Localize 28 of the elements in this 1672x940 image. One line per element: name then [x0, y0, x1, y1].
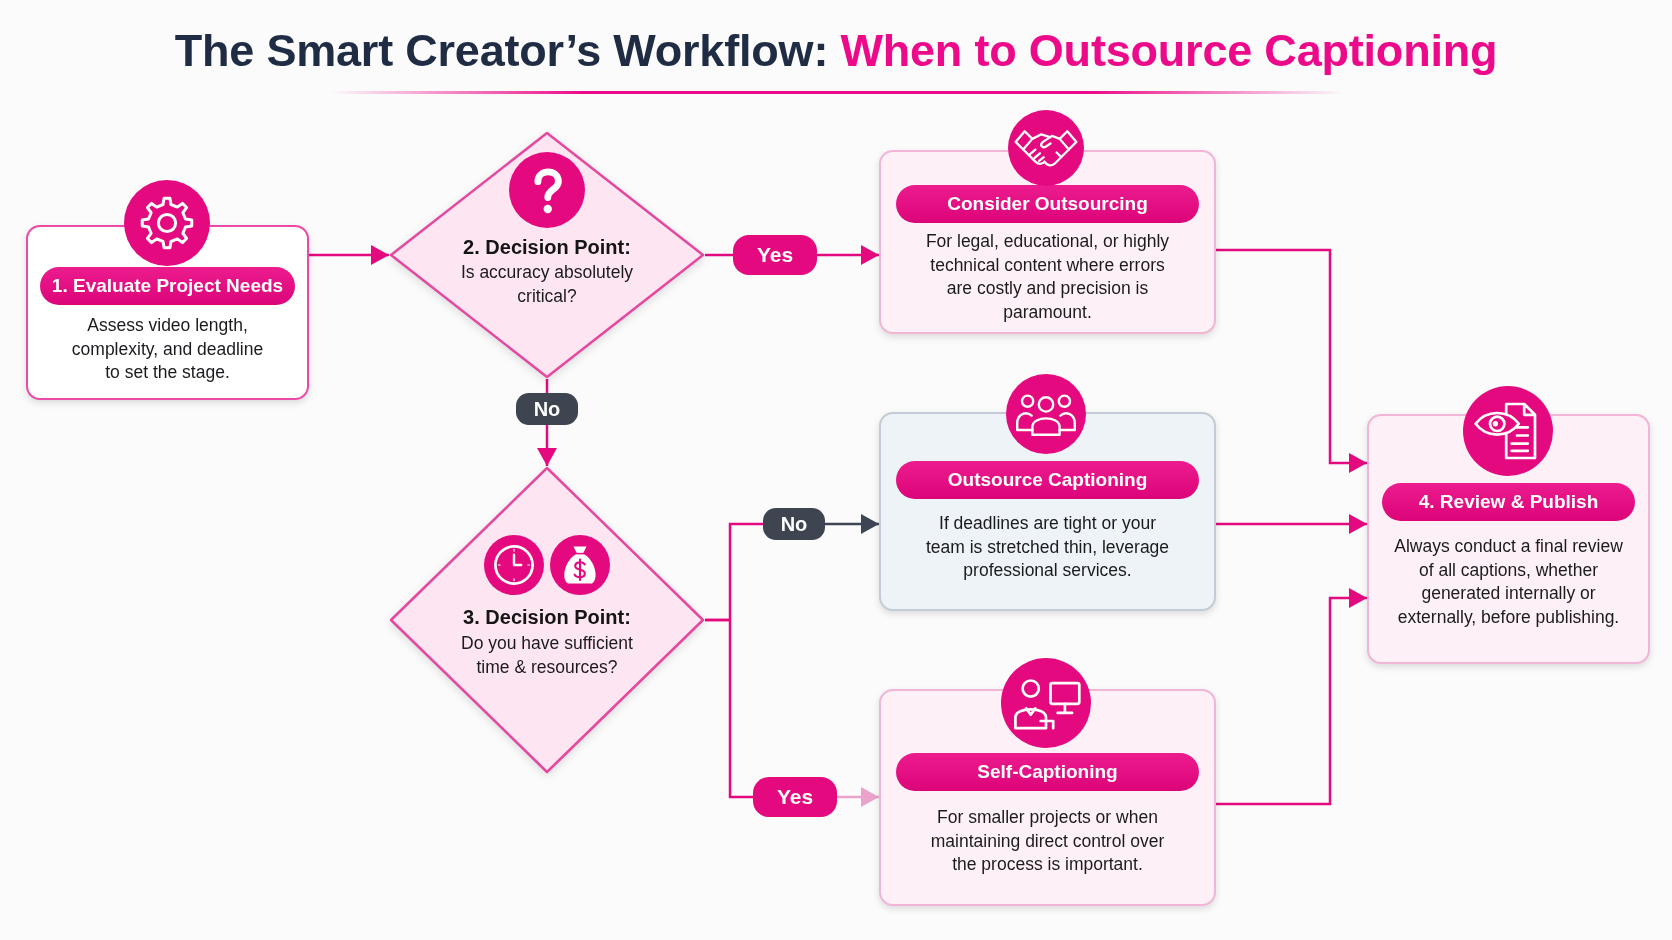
arrow — [1216, 588, 1367, 806]
process-card — [879, 689, 1216, 906]
step-description: For legal, educational, or highly technical content where errors are costly and precision is paramount. — [924, 230, 1171, 324]
step-description: For smaller projects or when maintaining direct control over the process is important. — [929, 806, 1166, 876]
arrow — [1216, 248, 1367, 473]
step-title: 4. Review & Publish — [1382, 483, 1635, 521]
step-title: 1. Evaluate Project Needs — [40, 267, 295, 305]
step-description: If deadlines are tight or your team is stretched thin, leverage professional services. — [924, 512, 1171, 582]
edge-label: Yes — [733, 235, 817, 275]
title: The Smart Creator’s Workflow: When to Outsource Captioning — [174, 25, 1498, 77]
process-card — [1367, 414, 1650, 664]
edge-label: Yes — [753, 777, 837, 817]
process-card — [879, 412, 1216, 611]
process-card — [879, 150, 1216, 334]
step-title: Outsource Captioning — [896, 461, 1199, 499]
arrow — [309, 245, 389, 265]
decision-question: Do you have sufficient time & resources? — [460, 632, 634, 679]
edge-label: No — [516, 393, 578, 425]
arrow — [1216, 514, 1367, 534]
decision-question: Is accuracy absolutely critical? — [459, 261, 635, 308]
process-card — [26, 225, 309, 400]
step-title: Consider Outsourcing — [896, 185, 1199, 223]
step-description: Always conduct a final review of all captions, whether generated internally or externally, before publishing. — [1393, 535, 1624, 629]
step-description: Assess video length, complexity, and deadline to set the stage. — [70, 314, 265, 384]
decision-title: 3. Decision Point: — [463, 605, 631, 629]
edge-label: No — [763, 508, 825, 540]
step-title: Self-Captioning — [896, 753, 1199, 791]
decision-title: 2. Decision Point: — [463, 235, 631, 259]
